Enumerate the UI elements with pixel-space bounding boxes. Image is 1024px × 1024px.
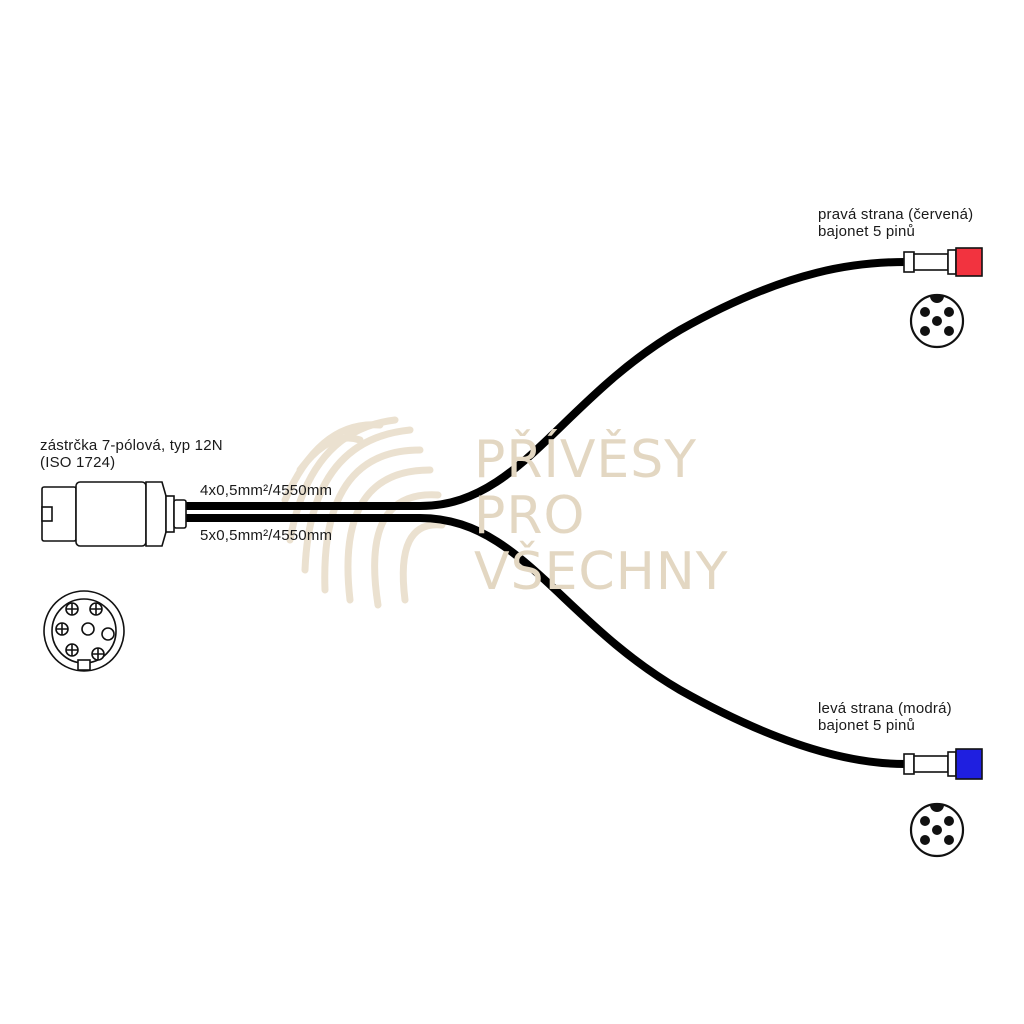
lower-cable-spec: 5x0,5mm²/4550mm <box>200 527 333 544</box>
watermark-line-3: VŠECHNY <box>474 542 729 602</box>
main-plug-label-line1: zástrčka 7-pólová, typ 12N <box>40 437 223 454</box>
upper-cable <box>185 258 906 510</box>
main-plug-icon <box>41 481 187 547</box>
watermark-line-1: PŘÍVĚSY <box>474 430 698 490</box>
left-bayonet-connector-icon <box>903 748 983 780</box>
main-plug-face-icon <box>43 590 125 672</box>
right-side-label-line2: bajonet 5 pinů <box>818 223 916 240</box>
cable-harness <box>185 258 906 768</box>
left-side-label-line1: levá strana (modrá) <box>818 700 952 717</box>
left-side-label: levá strana (modrá) bajonet 5 pinů <box>818 700 952 734</box>
right-side-label-line1: pravá strana (červená) <box>818 206 974 223</box>
right-side-label: pravá strana (červená) bajonet 5 pinů <box>818 206 973 240</box>
right-bayonet-face-icon <box>909 293 965 349</box>
left-side-label-line2: bajonet 5 pinů <box>818 717 916 734</box>
main-plug-label: zástrčka 7-pólová, typ 12N (ISO 1724) <box>40 437 223 471</box>
right-bayonet-connector-icon <box>903 247 983 277</box>
upper-cable-spec: 4x0,5mm²/4550mm <box>200 482 333 499</box>
main-plug-label-line2: (ISO 1724) <box>40 454 116 471</box>
watermark-line-2: PRO <box>474 486 586 546</box>
watermark-logo-icon <box>281 416 446 609</box>
left-bayonet-face-icon <box>909 802 965 858</box>
lower-cable <box>185 514 906 768</box>
